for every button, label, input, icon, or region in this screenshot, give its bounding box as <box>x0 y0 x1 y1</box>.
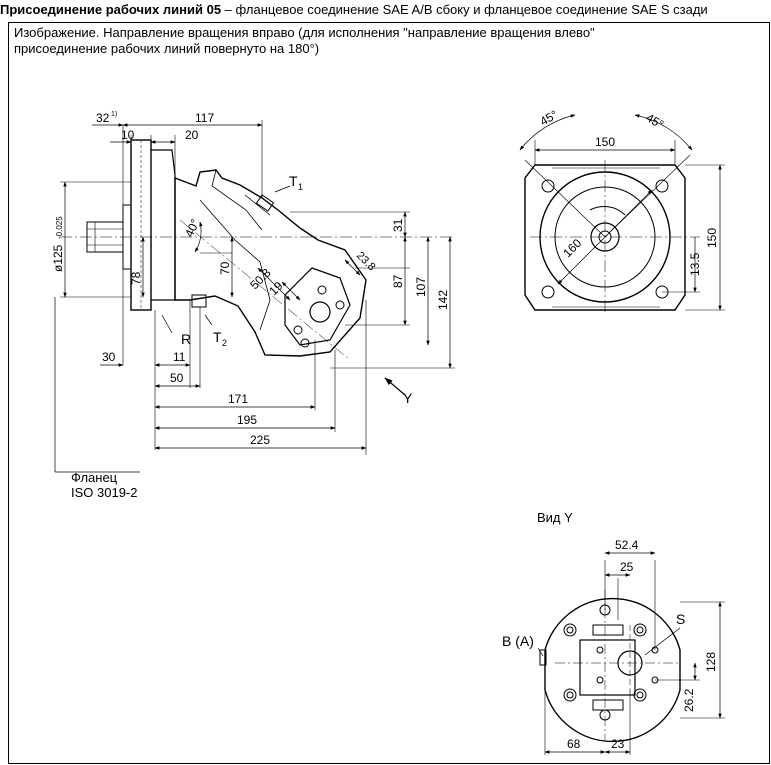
dim-32-note: 1) <box>111 111 117 118</box>
dim-68: 68 <box>567 737 581 751</box>
dim-150-right: 150 <box>705 228 719 248</box>
dim-45-right: 45° <box>644 110 667 131</box>
dim-20: 20 <box>185 128 199 142</box>
dim-45-left: 45° <box>538 107 561 128</box>
view-y-body <box>544 597 681 743</box>
side-view <box>60 120 455 455</box>
dim-225: 225 <box>250 433 270 447</box>
label-b-a: B (A) <box>502 633 534 649</box>
front-view-dimensions <box>519 114 722 311</box>
flange-label-2: ISO 3019-2 <box>71 485 138 500</box>
view-y-dimensions <box>537 551 722 754</box>
dim-171: 171 <box>228 392 248 406</box>
caption-line-2: присоединение рабочих линий повернуто на… <box>14 41 320 56</box>
flange-label-1: Фланец <box>71 470 118 485</box>
dim-160: 160 <box>560 236 584 260</box>
view-y-port-flange <box>579 639 636 696</box>
dim-78: 78 <box>129 271 143 285</box>
label-s: S <box>676 611 685 627</box>
dim-25: 25 <box>620 560 634 574</box>
dim-125-tolerance: -0.025 <box>55 216 64 239</box>
dim-50: 50 <box>170 371 184 385</box>
label-t2: T <box>213 329 222 345</box>
drawing-frame <box>8 22 770 764</box>
dim-142: 142 <box>436 290 450 310</box>
label-y: Y <box>403 390 413 406</box>
port-bore <box>309 301 331 323</box>
view-y <box>539 560 725 755</box>
label-t1: T <box>289 173 298 189</box>
label-t2-sub: 2 <box>222 338 227 348</box>
port-flange <box>284 267 351 346</box>
page-title: Присоединение рабочих линий 05 – фланцев… <box>0 0 771 22</box>
dim-107: 107 <box>414 277 428 297</box>
dim-87: 87 <box>391 274 405 288</box>
dim-31: 31 <box>391 218 405 232</box>
front-flange-outline <box>524 164 686 311</box>
label-t1-sub: 1 <box>298 182 303 192</box>
page-title-bold: Присоединение рабочих линий 05 <box>0 2 222 17</box>
view-y-title: Вид Y <box>537 510 573 525</box>
dim-150-top: 150 <box>595 135 615 149</box>
dim-10: 10 <box>121 128 135 142</box>
side-view-labels: 32 1) 117 10 20 40° ø125 -0.025 78 70 50… <box>51 111 450 500</box>
dim-23: 23 <box>611 737 625 751</box>
dim-52-4: 52.4 <box>615 538 639 552</box>
caption: Изображение. Направление вращения вправо… <box>14 25 754 57</box>
dim-70: 70 <box>218 261 232 275</box>
bearing-housing <box>151 149 176 301</box>
dim-195: 195 <box>237 413 257 427</box>
dim-117: 117 <box>195 111 214 125</box>
page-title-rest: – фланцевое соединение SAE A/B сбоку и ф… <box>221 2 708 17</box>
dim-11: 11 <box>173 350 186 364</box>
side-view-dimensions <box>54 123 452 473</box>
dim-23-8: 23.8 <box>354 250 378 274</box>
dim-26-2: 26.2 <box>682 688 696 712</box>
view-y-labels: Вид Y 52.4 25 128 26.2 68 23 B (A) S <box>502 510 718 751</box>
label-r: R <box>181 331 191 347</box>
front-view-labels: 150 45° 45° 160 150 13.5 <box>538 107 720 276</box>
dim-19: 19 <box>266 279 286 299</box>
dim-128: 128 <box>704 652 718 672</box>
caption-line-1: Изображение. Направление вращения вправо… <box>14 25 595 40</box>
dim-30: 30 <box>102 350 116 364</box>
dim-13-5: 13.5 <box>688 252 702 276</box>
dim-125: ø125 <box>51 244 65 272</box>
dim-32: 32 <box>96 111 110 125</box>
